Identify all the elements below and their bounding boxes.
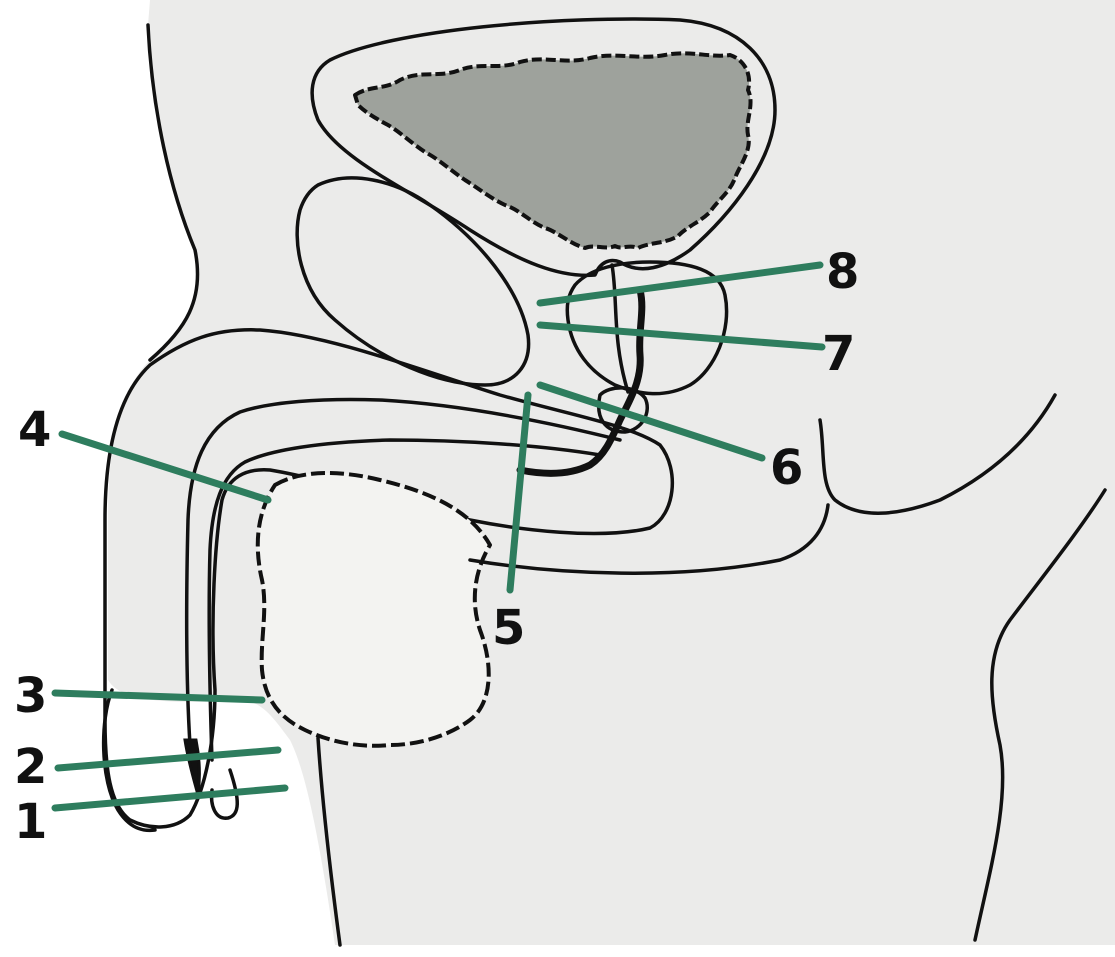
- section-label-5: 5: [492, 600, 525, 656]
- section-line-1: [55, 788, 285, 808]
- section-label-8: 8: [826, 244, 859, 300]
- section-label-7: 7: [822, 326, 855, 382]
- section-label-3: 3: [14, 668, 47, 724]
- section-label-6: 6: [770, 440, 803, 496]
- urethra-glans-opening: [185, 740, 199, 795]
- scrotum: [258, 473, 490, 746]
- section-label-2: 2: [14, 739, 47, 795]
- section-label-4: 4: [18, 402, 51, 458]
- section-label-1: 1: [14, 794, 47, 850]
- section-line-2: [58, 750, 278, 768]
